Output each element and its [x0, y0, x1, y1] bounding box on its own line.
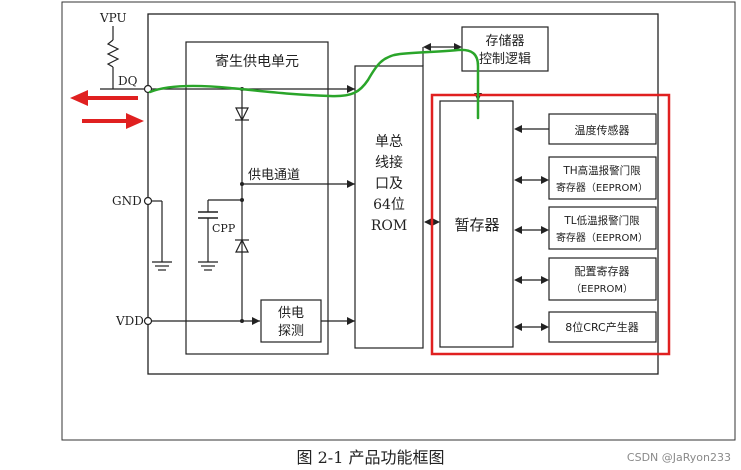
config-register-label-2: （EEPROM） — [571, 283, 633, 295]
crc-generator-label: 8位CRC产生器 — [565, 320, 638, 334]
scratchpad-label: 暂存器 — [454, 216, 499, 234]
tl-register-label-2: 寄存器（EEPROM） — [556, 231, 648, 244]
cpp-label: CPP — [212, 222, 236, 235]
crc-generator-box — [548, 311, 657, 343]
config-register-label-1: 配置寄存器 — [575, 264, 630, 278]
power-detect-label-1: 供电 — [278, 306, 304, 321]
config-register-box — [548, 257, 657, 301]
green-signal-path — [148, 48, 480, 120]
power-detect-label-2: 探测 — [278, 324, 304, 339]
diode-lower — [235, 238, 249, 253]
gnd-label: GND — [112, 194, 142, 208]
bus-interface-label-3: 口及 — [375, 176, 403, 192]
vdd-label: VDD — [115, 314, 144, 328]
gnd-pin — [143, 196, 153, 206]
red-arrow-left — [70, 90, 138, 106]
vpu-label: VPU — [99, 11, 127, 25]
parasitic-power-unit-box — [185, 41, 329, 355]
power-detect-box — [260, 299, 322, 343]
power-channel-label: 供电通道 — [248, 168, 300, 183]
memory-control-label-2: 控制逻辑 — [479, 52, 531, 67]
bus-interface-label-1: 单总 — [375, 134, 403, 150]
th-register-box — [548, 156, 657, 200]
watermark: CSDN @JaRyon233 — [626, 451, 731, 464]
pullup-resistor — [106, 39, 120, 68]
bus-interface-label-4: 64位 — [373, 197, 405, 213]
bus-interface-box — [354, 65, 424, 349]
figure-caption: 图 2-1 产品功能框图 — [296, 448, 445, 467]
chip-boundary — [147, 13, 659, 375]
vdd-pin — [143, 316, 153, 326]
tl-register-label-1: TL低温报警门限 — [563, 214, 640, 227]
highlight-rectangle — [430, 93, 671, 356]
th-register-label-1: TH高温报警门限 — [562, 164, 641, 177]
parasitic-power-unit-label: 寄生供电单元 — [215, 53, 299, 70]
scratchpad-box — [439, 100, 514, 348]
th-register-label-2: 寄存器（EEPROM） — [556, 181, 648, 194]
outer-frame — [61, 1, 736, 441]
diode-upper — [235, 107, 249, 122]
red-arrow-right — [82, 113, 144, 129]
tl-register-box — [548, 206, 657, 250]
memory-control-label-1: 存储器 — [485, 34, 524, 49]
bus-interface-label-2: 线接 — [375, 154, 403, 171]
dq-label: DQ — [118, 74, 138, 88]
temp-sensor-label: 温度传感器 — [575, 123, 630, 137]
bus-interface-label-5: ROM — [371, 218, 407, 234]
memory-control-box — [461, 26, 549, 72]
